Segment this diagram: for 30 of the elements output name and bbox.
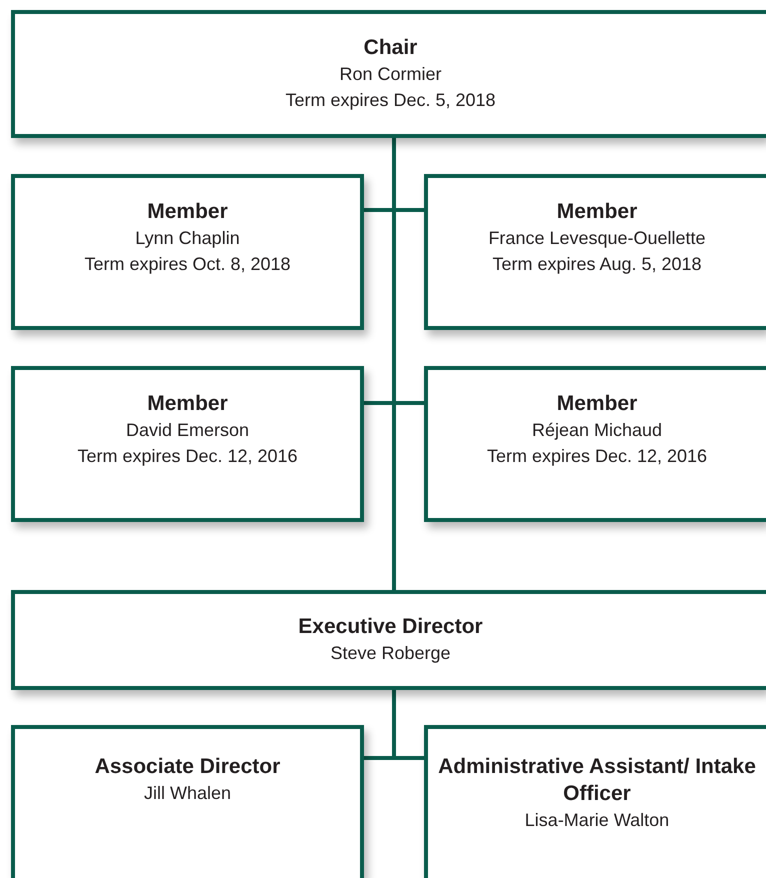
person-name: Steve Roberge: [330, 642, 451, 665]
role-title: Member: [147, 199, 228, 225]
person-name: Réjean Michaud: [532, 419, 662, 442]
role-title: Member: [556, 199, 638, 225]
term-text: Term expires Oct. 8, 2018: [84, 253, 291, 276]
person-name: Lisa-Marie Walton: [524, 809, 670, 832]
role-title: Associate Director: [94, 754, 280, 780]
org-box: [424, 725, 766, 878]
org-box: [11, 10, 766, 138]
org-box: [11, 725, 364, 878]
role-title: Administrative Assistant/ Intake Officer: [438, 754, 756, 807]
org-box: [11, 366, 364, 522]
connector-line: [392, 138, 396, 590]
org-box: [424, 366, 766, 522]
term-text: Term expires Dec. 5, 2018: [285, 89, 496, 112]
person-name: France Levesque-Ouellette: [488, 227, 706, 250]
term-text: Term expires Aug. 5, 2018: [492, 253, 702, 276]
term-text: Term expires Dec. 12, 2016: [77, 445, 298, 468]
role-title: Member: [147, 391, 228, 417]
person-name: Ron Cormier: [339, 63, 442, 86]
role-title: Member: [556, 391, 638, 417]
org-box: [424, 174, 766, 330]
role-title: Chair: [364, 35, 418, 61]
term-text: Term expires Dec. 12, 2016: [486, 445, 708, 468]
org-box: [11, 174, 364, 330]
org-box: [11, 590, 766, 690]
person-name: David Emerson: [126, 419, 250, 442]
person-name: Jill Whalen: [144, 782, 232, 805]
role-title: Executive Director: [298, 614, 483, 640]
person-name: Lynn Chaplin: [135, 227, 240, 250]
